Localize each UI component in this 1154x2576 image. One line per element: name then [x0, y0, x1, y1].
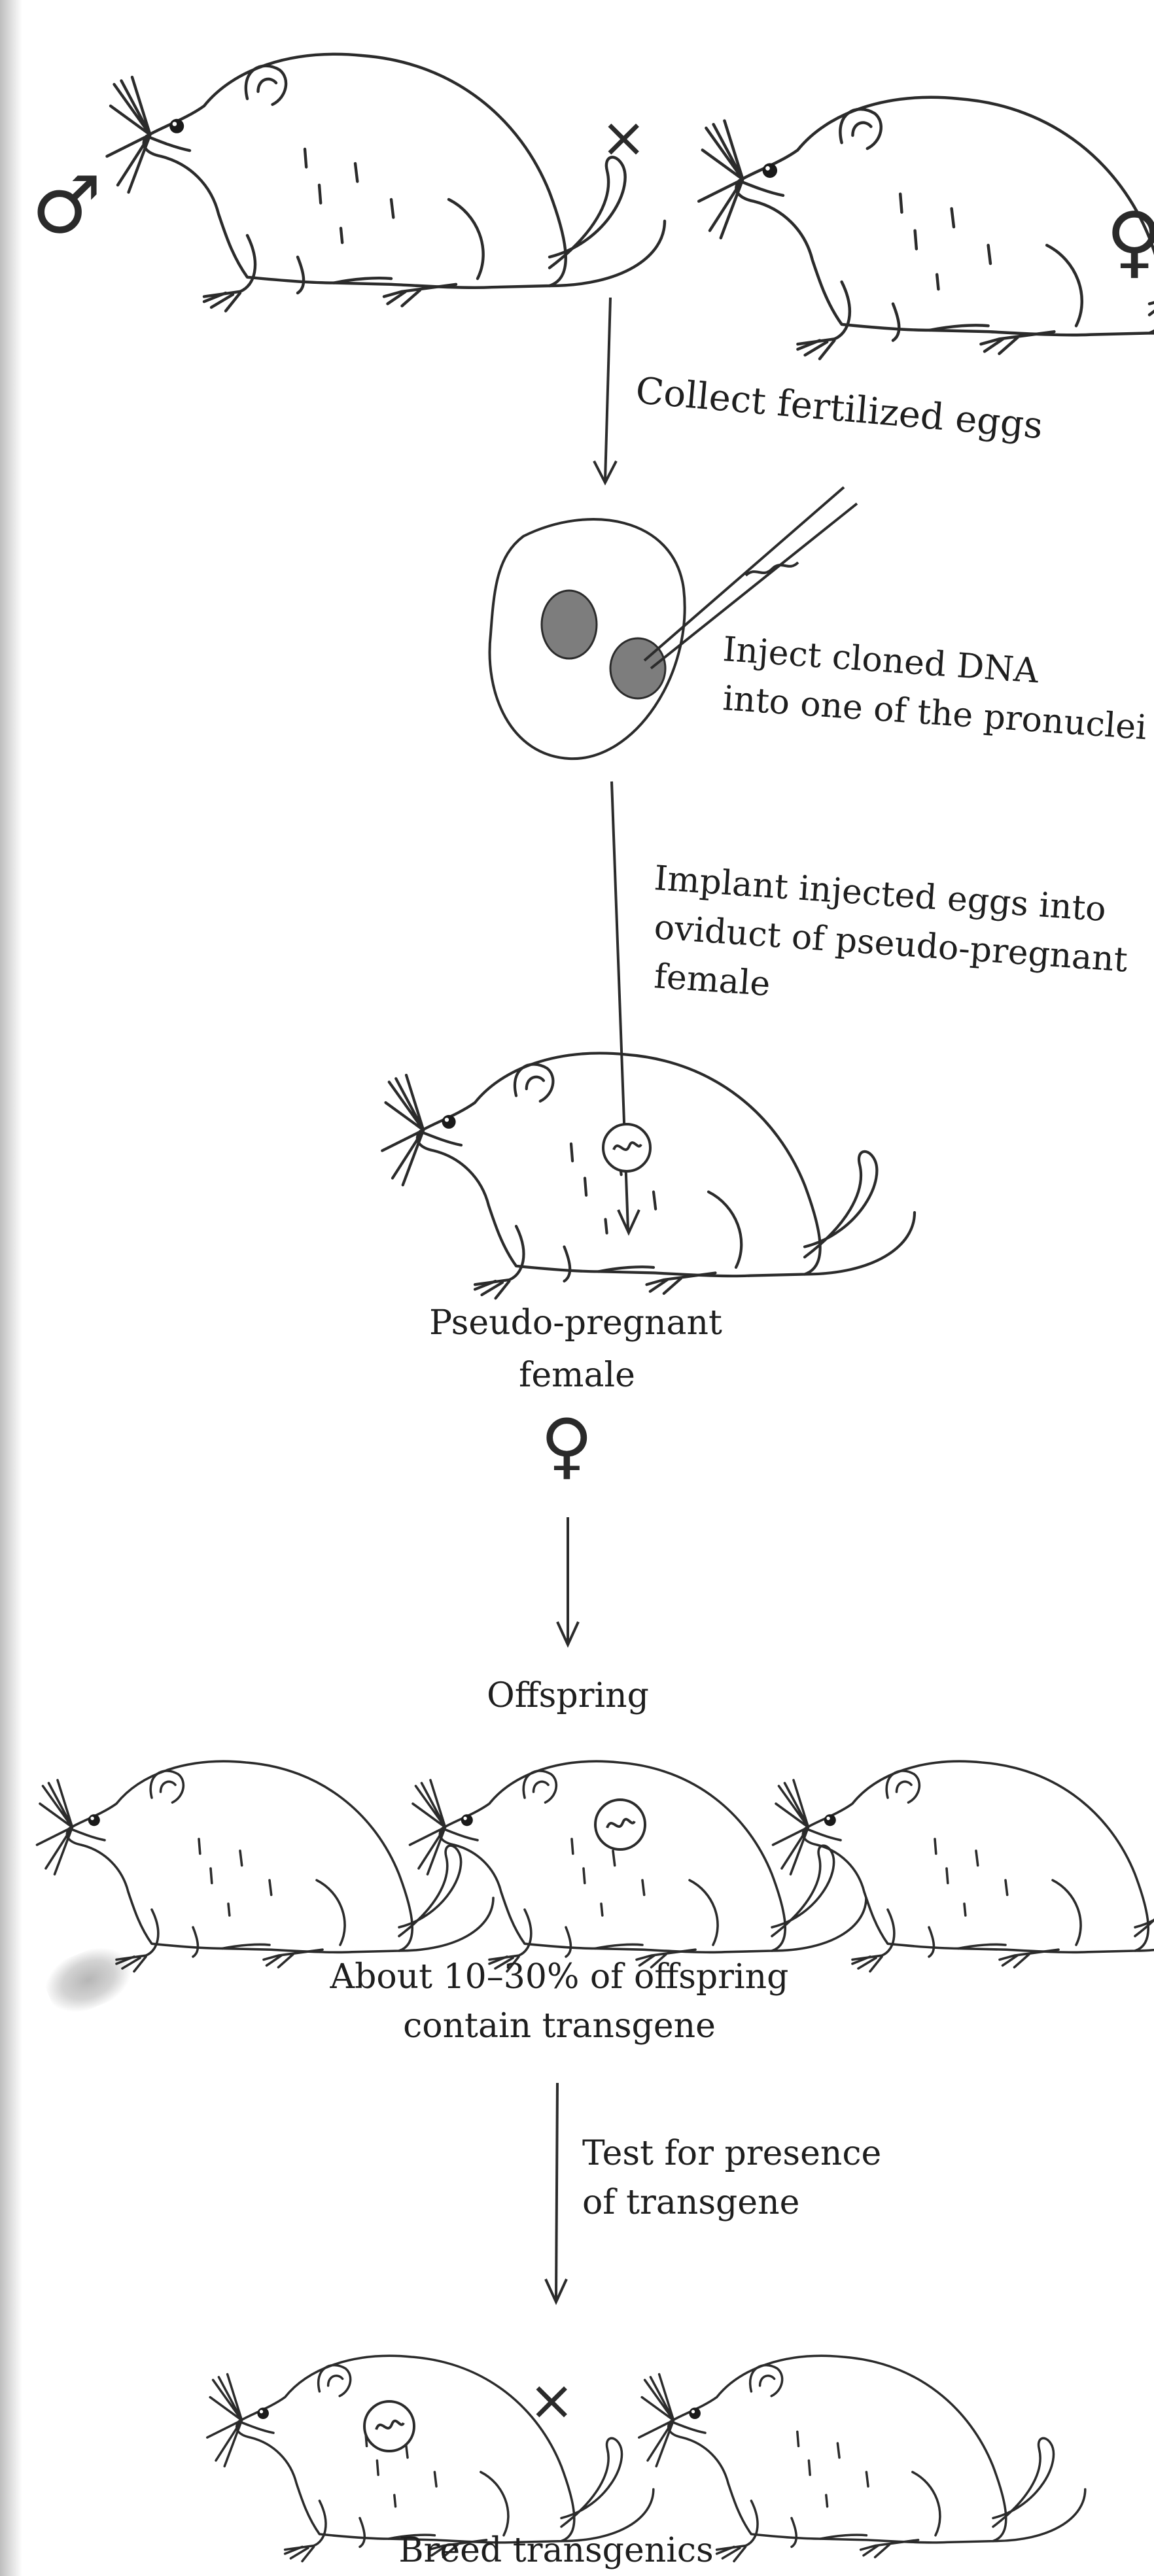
label-test-line1: Test for presence [582, 2129, 881, 2178]
arrow-offspring [557, 1517, 578, 1645]
label-percent-line1: About 10–30% of offspring [330, 1952, 789, 2002]
pronucleus-right [610, 638, 665, 698]
label-implant-line3: female [652, 952, 772, 1009]
arrow-collect [594, 298, 616, 483]
label-breed-transgenics: Breed transgenics [398, 2526, 713, 2575]
male-symbol: ♂ [31, 167, 102, 245]
mouse-male-parent [107, 54, 665, 311]
pronucleus-left [542, 591, 597, 659]
offspring-mouse-1 [37, 1761, 494, 1971]
breed-transgene-marker [364, 2401, 414, 2451]
female-symbol-top: ♀ [1106, 203, 1154, 281]
label-pseudo-line2: female [519, 1350, 635, 1400]
offspring-transgene-marker [595, 1800, 645, 1849]
fertilized-egg [490, 519, 685, 759]
female-symbol-pseudo: ♀ [540, 1406, 593, 1485]
cross-symbol-top: × [601, 98, 646, 177]
label-pseudo-line1: Pseudo-pregnant [429, 1298, 722, 1348]
cross-symbol-bottom: × [529, 2361, 574, 2439]
arrow-test [546, 2083, 567, 2302]
label-offspring: Offspring [487, 1671, 649, 1721]
mouse-female-parent [699, 97, 1154, 359]
mouse-pseudo-pregnant [382, 1053, 915, 1298]
implanted-egg [603, 1124, 650, 1171]
label-test-line2: of transgene [582, 2178, 799, 2227]
label-percent-line2: contain transgene [403, 2001, 716, 2051]
